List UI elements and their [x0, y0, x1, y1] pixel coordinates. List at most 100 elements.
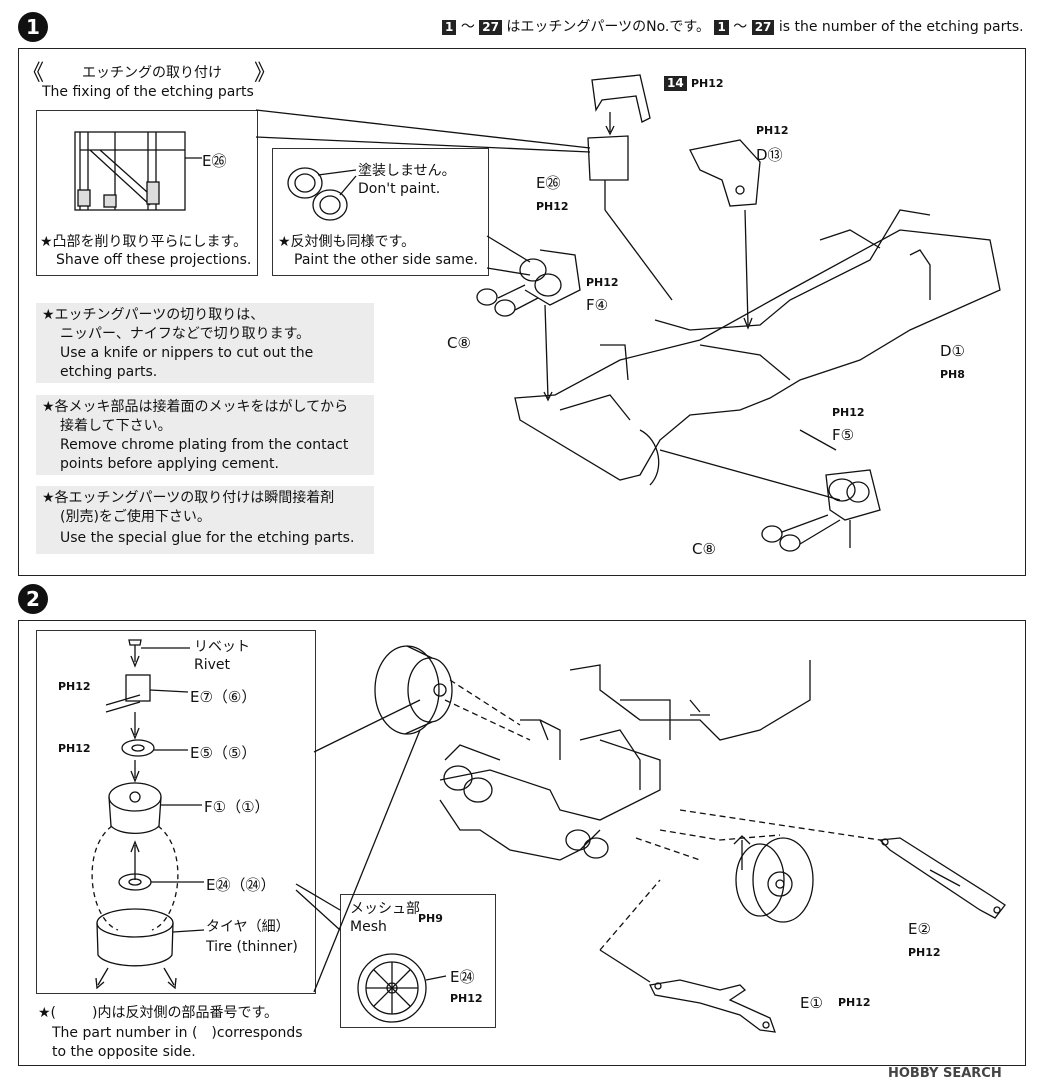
footnote-star: ★(: [38, 1005, 57, 1021]
rivet: [128, 639, 190, 668]
label-e24: E㉔（㉔）: [206, 876, 276, 894]
label-e2: E②: [908, 920, 931, 938]
note-1-bg: [36, 303, 374, 383]
part-14-badge: 14: [664, 76, 687, 91]
part-c8-lenses-b: [761, 514, 841, 552]
panel-b-note-jp: ★反対側も同様です。: [278, 234, 416, 250]
etching-title-jp: エッチングの取り付け: [82, 65, 222, 81]
axle-e7: [105, 674, 189, 713]
panel-a-note-en: Shave off these projections.: [56, 252, 252, 268]
range-start-badge-2: 1: [714, 20, 729, 35]
panel-a-grille: [74, 131, 202, 211]
e5-ph: PH12: [58, 742, 91, 755]
range-jp-text: はエッチングパーツのNo.です。: [506, 19, 710, 35]
note-2-bg: [36, 395, 374, 475]
mesh-wheel: [357, 953, 447, 1023]
label-f4: F④: [586, 296, 609, 314]
rivet-jp: リベット: [194, 639, 250, 655]
f5-ph: PH12: [832, 406, 865, 419]
e7-ph: PH12: [58, 680, 91, 693]
mesh-e24-ph: PH12: [450, 992, 483, 1005]
note-3-jp: ★各エッチングパーツの取り付けは瞬間接着剤: [42, 490, 335, 506]
d1-ph: PH8: [940, 368, 965, 381]
title-bracket-right: 》: [254, 61, 277, 86]
label-f1: F①（①）: [204, 798, 270, 816]
part-14-bracket: [591, 74, 651, 136]
part-14-ph: PH12: [691, 77, 724, 90]
wheel-assembly-box: [36, 630, 316, 994]
note-1-en: Use a knife or nippers to cut out the: [60, 345, 314, 361]
title-bracket-left: 《: [22, 61, 45, 86]
e2-ph: PH12: [908, 946, 941, 959]
label-d1: D①: [940, 342, 965, 360]
part-d13: [689, 139, 761, 330]
etching-panel-b: [272, 148, 489, 276]
panel-a-part-label: E㉖: [202, 152, 227, 170]
part-f4-lamp: [519, 249, 581, 402]
range-end-badge: 27: [479, 20, 502, 35]
label-e1: E①: [800, 994, 823, 1012]
footnote-jp: )内は反対側の部品番号です。: [92, 1005, 279, 1021]
tire-jp: タイヤ（細）: [206, 919, 290, 935]
step-1-number: 1: [18, 12, 48, 42]
link-e2: [878, 837, 1006, 919]
mesh-wheel-box: [340, 894, 496, 1028]
panel-b-note-en: Paint the other side same.: [294, 252, 478, 268]
panel-b-callout-jp: 塗装しません。: [358, 163, 456, 179]
label-e26: E㉖: [536, 174, 561, 192]
mesh-ph: PH9: [418, 912, 443, 925]
range-end-badge-2: 27: [751, 20, 775, 35]
e26-ph: PH12: [536, 200, 569, 213]
label-part-14: 14: [664, 74, 687, 93]
washer-e5: [121, 739, 188, 757]
wheel-f1: [108, 782, 202, 834]
label-d13: D⑬: [756, 146, 783, 164]
rear-wheel-left: [374, 645, 453, 735]
part-c8-lenses-a: [476, 284, 539, 317]
watermark: HOBBY SEARCH: [888, 1066, 1002, 1081]
step-2-frame: [18, 620, 1026, 1066]
etching-range-note: 1 ～ 27 はエッチングパーツのNo.です。 1 ～ 27 is the nu…: [442, 18, 1024, 37]
part-d1-chassis: [514, 209, 1001, 486]
rear-wheel-right: [733, 835, 814, 923]
panel-a-note-jp: ★凸部を削り取り平らにします。: [40, 234, 248, 250]
note-3-en: Use the special glue for the etching par…: [60, 530, 355, 546]
note-2-jp: ★各メッキ部品は接着面のメッキをはがしてから: [42, 399, 349, 415]
note-3-bg: [36, 486, 374, 554]
note-2-en: Remove chrome plating from the contact: [60, 437, 349, 453]
leader-title-e26: [255, 109, 591, 149]
label-c8-a: C⑧: [447, 334, 471, 352]
range-separator: ～: [460, 19, 475, 35]
hub-e24: [118, 873, 204, 891]
mesh-en: Mesh: [350, 919, 387, 935]
note-2-en2: points before applying cement.: [60, 456, 279, 472]
label-c8-b: C⑧: [692, 540, 716, 558]
f4-ph: PH12: [586, 276, 619, 289]
note-1-jp: ★エッチングパーツの切り取りは、: [42, 307, 265, 323]
etching-title-en: The fixing of the etching parts: [42, 84, 254, 100]
label-f5: F⑤: [832, 426, 855, 444]
panel-b-lamps: [287, 167, 357, 221]
e1-ph: PH12: [838, 996, 871, 1009]
range-separator-2: ～: [733, 19, 748, 35]
note-1-jp2: ニッパー、ナイフなどで切り取ります。: [60, 326, 311, 342]
step-2-number: 2: [18, 584, 48, 614]
link-e1: [599, 879, 776, 1033]
note-3-jp2: (別売)をご使用下さい。: [60, 509, 211, 525]
part-e26-plate: [587, 135, 629, 181]
footnote-en-2: to the opposite side.: [52, 1044, 196, 1060]
label-e7: E⑦（⑥）: [190, 688, 257, 706]
note-2-jp2: 接着して下さい。: [60, 418, 172, 434]
step-1-frame: [18, 48, 1026, 576]
note-1-en2: etching parts.: [60, 364, 158, 380]
tire: [95, 908, 205, 990]
range-start-badge: 1: [442, 20, 457, 35]
rivet-en: Rivet: [194, 657, 231, 673]
label-mesh-e24: E㉔: [450, 968, 475, 986]
mesh-jp: メッシュ部: [350, 901, 420, 917]
footnote-en-1: The part number in ( )corresponds: [52, 1025, 303, 1041]
tire-en: Tire (thinner): [206, 939, 298, 955]
d13-ph: PH12: [756, 124, 789, 137]
